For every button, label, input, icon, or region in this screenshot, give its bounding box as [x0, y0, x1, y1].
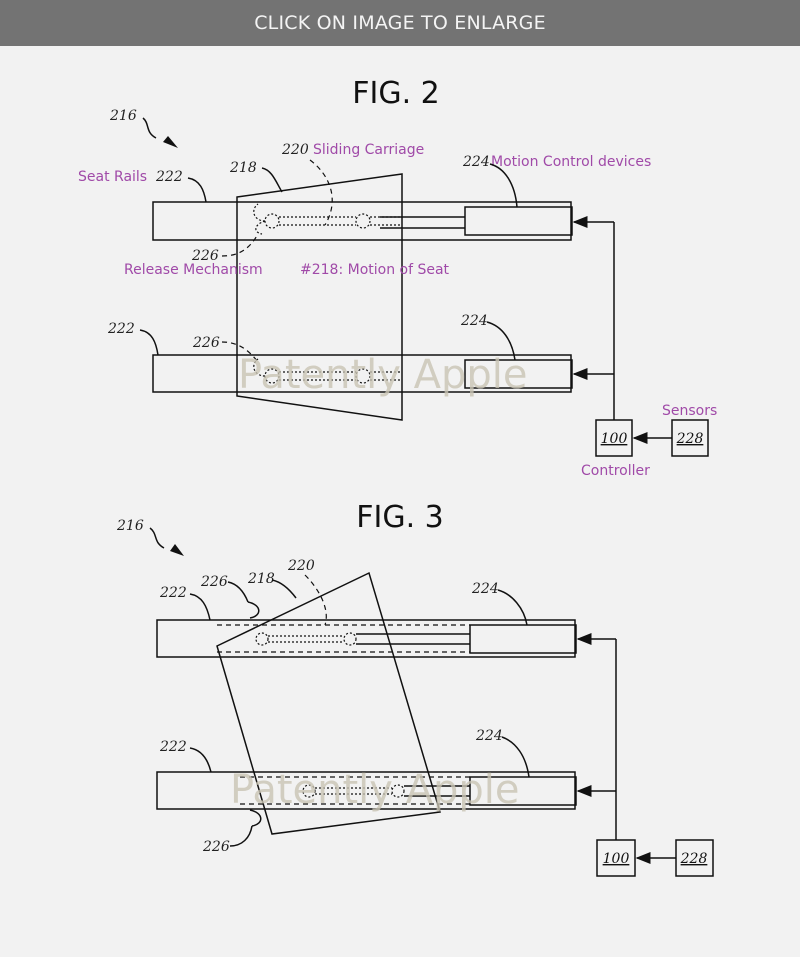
fig2-title: FIG. 2 [352, 76, 440, 111]
fig2-ref-218: 218 [229, 160, 257, 176]
fig3-top-motion-device [469, 624, 577, 654]
fig3-ref-222-top: 222 [159, 585, 187, 601]
fig3-ref-224-top: 224 [471, 581, 499, 597]
fig3-bottom-rail [156, 771, 576, 810]
fig2-bottom-rail [152, 354, 572, 393]
fig2-label-seat-rails: Seat Rails [78, 169, 147, 185]
fig3-seat [216, 571, 441, 835]
fig2-ref-100: 100 [601, 431, 628, 447]
fig2-ref-228: 228 [676, 431, 704, 447]
fig3-ref-218: 218 [247, 571, 275, 587]
figure-3: FIG. 3 216 220 [116, 500, 714, 877]
fig3-ref-224-bottom: 224 [475, 728, 503, 744]
fig2-top-rail [152, 201, 572, 241]
fig3-bottom-motion-device [469, 776, 577, 806]
fig2-label-motion-of-seat: #218: Motion of Seat [300, 262, 450, 278]
fig3-title: FIG. 3 [356, 500, 444, 535]
fig2-ref-222-bottom: 222 [107, 321, 135, 337]
fig3-ref-228: 228 [680, 851, 708, 867]
fig2-ref-224-top: 224 [462, 154, 490, 170]
fig2-seat [236, 173, 403, 421]
fig2-label-sensors: Sensors [662, 403, 717, 419]
fig2-watermark: Patently Apple [238, 352, 528, 398]
fig2-ref-226-top: 226 [191, 248, 219, 264]
fig2-ref-226-bottom: 226 [192, 335, 220, 351]
fig2-216-leader [142, 117, 157, 139]
fig3-ref-100: 100 [603, 851, 630, 867]
fig2-label-sliding-carriage: Sliding Carriage [313, 142, 424, 158]
fig2-ref-216: 216 [109, 108, 137, 124]
fig3-ref-220: 220 [287, 558, 315, 574]
fig2-ref-222-top: 222 [155, 169, 183, 185]
fig2-label-controller: Controller [581, 463, 650, 479]
fig2-bottom-motion-device [464, 359, 573, 389]
fig3-ref-226-bottom: 226 [202, 839, 230, 855]
fig3-ref-222-bottom: 222 [159, 739, 187, 755]
fig2-ref-220: 220 [281, 142, 309, 158]
fig2-216-arrow [163, 136, 178, 148]
fig3-ref-216: 216 [116, 518, 144, 534]
fig3-watermark: Patently Apple [230, 767, 520, 813]
fig3-ref-226-top: 226 [200, 574, 228, 590]
fig2-ref-224-bottom: 224 [460, 313, 488, 329]
fig2-label-release-mechanism: Release Mechanism [124, 262, 263, 278]
enlarge-banner[interactable]: CLICK ON IMAGE TO ENLARGE [0, 0, 800, 46]
fig3-controller-box [596, 839, 636, 877]
fig3-top-rail [156, 619, 576, 658]
patent-figures[interactable]: FIG. 2 216 220 Slidin [0, 46, 800, 957]
fig2-top-motion-device [464, 206, 573, 236]
fig2-controller-box [595, 419, 633, 457]
figure-2: FIG. 2 216 220 Slidin [78, 76, 717, 479]
fig2-label-motion-control: Motion Control devices [491, 154, 651, 170]
